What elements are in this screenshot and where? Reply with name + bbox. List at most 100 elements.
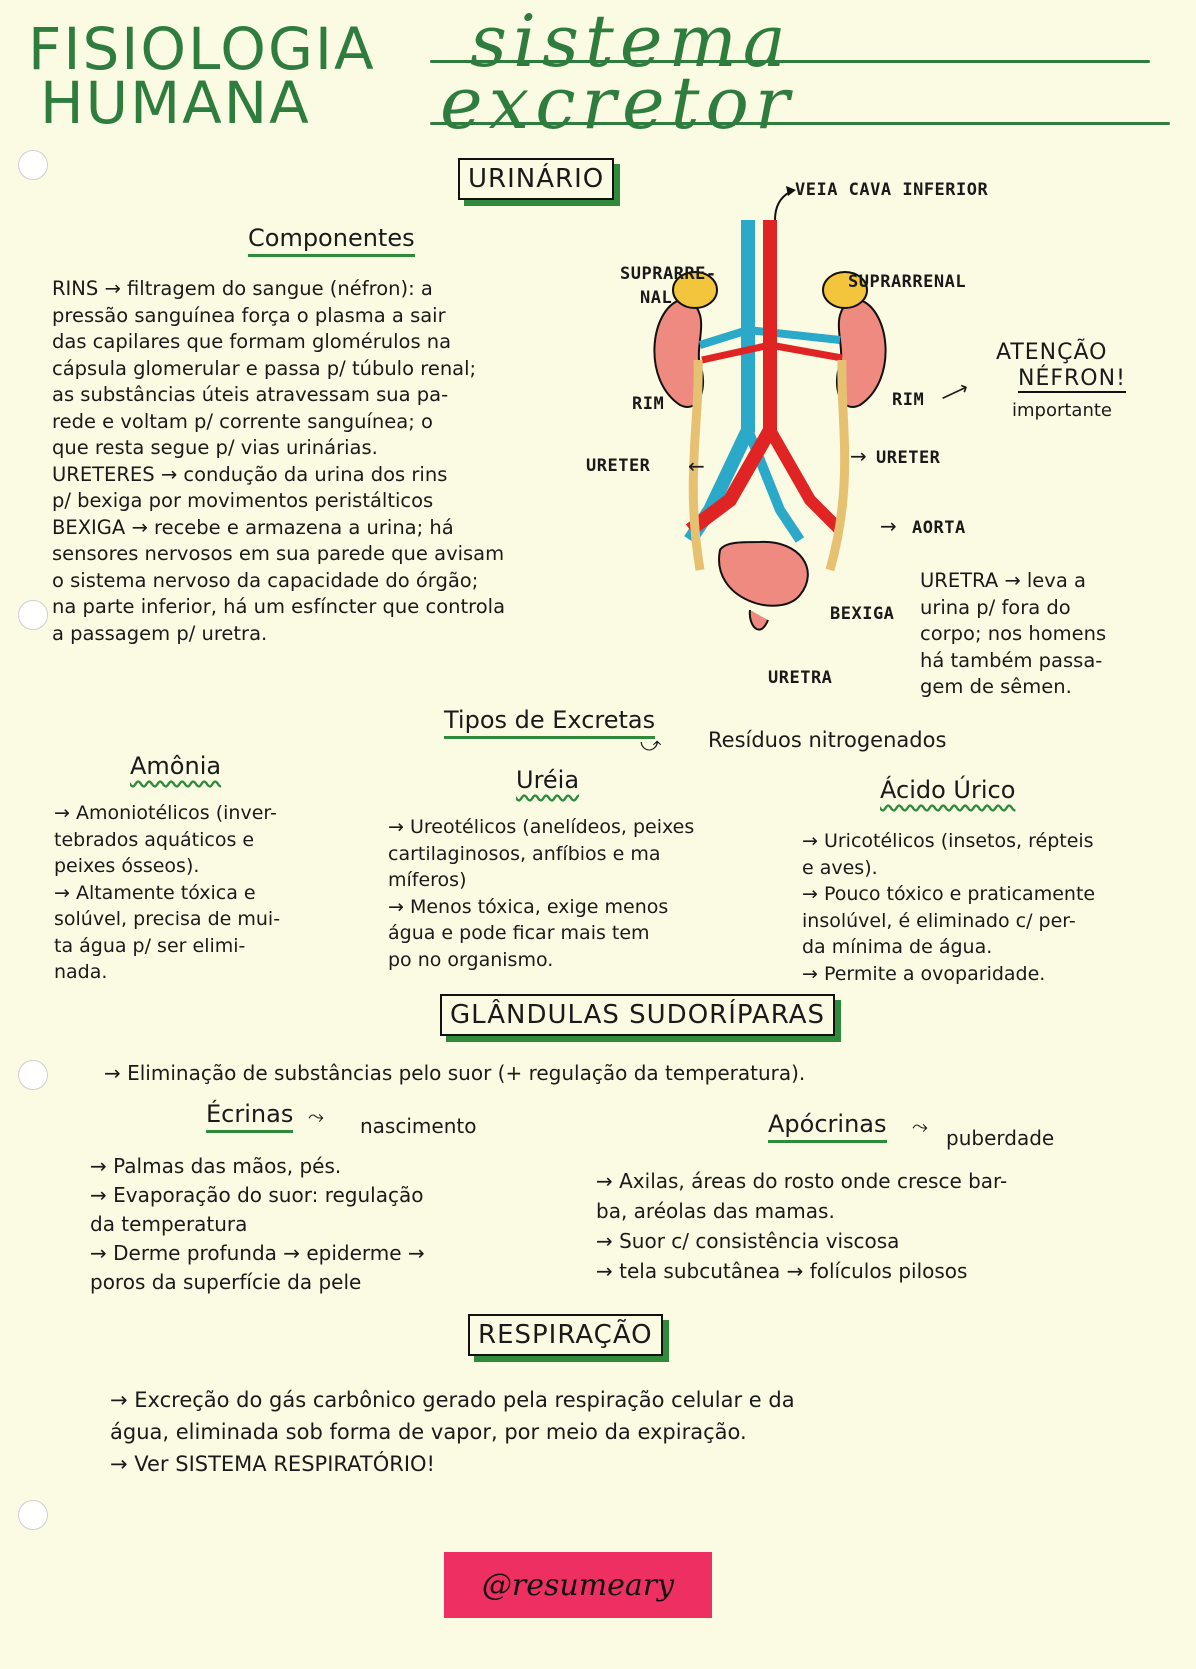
- ecrinas-line: da temperatura: [90, 1212, 248, 1236]
- components-line: o sistema nervoso da capacidade do órgão…: [52, 568, 479, 592]
- right-kidney: [835, 298, 887, 408]
- components-line: que resta segue p/ vias urinárias.: [52, 436, 378, 459]
- ecrinas-line: → Palmas das mãos, pés.: [90, 1154, 342, 1178]
- ureia-line: míferos): [388, 869, 467, 891]
- components-line: rede e voltam p/ corrente sanguínea; o: [52, 409, 433, 433]
- bladder: [718, 540, 809, 607]
- attention-line-2: NÉFRON!: [1018, 366, 1126, 393]
- acido-urico-line: → Uricotélicos (insetos, répteis: [802, 830, 1094, 852]
- amonia-line: peixes ósseos).: [54, 855, 200, 877]
- acido-urico-line: → Pouco tóxico e praticamente: [802, 883, 1096, 905]
- components-line: das capilares que formam glomérulos na: [52, 330, 452, 353]
- ureia-line: água e pode ficar mais tem: [388, 922, 650, 944]
- uretra-note-line: corpo; nos homens: [920, 622, 1107, 645]
- amonia-line: nada.: [54, 961, 108, 983]
- label-rim-left: RIM: [632, 394, 665, 414]
- curved-arrow-icon: ⤳: [912, 1114, 928, 1138]
- arrow-up-right-icon: ⟶: [936, 375, 973, 409]
- binder-hole-4: [18, 1500, 48, 1530]
- veia-cava-arrowhead: [786, 186, 796, 196]
- acido-urico-line: e aves).: [802, 856, 878, 879]
- title-line-2: HUMANA: [40, 69, 311, 137]
- binder-hole-2: [18, 600, 48, 630]
- apocrinas-title: Apócrinas: [768, 1110, 887, 1143]
- apocrinas-line: → Axilas, áreas do rosto onde cresce bar…: [596, 1169, 1008, 1193]
- components-heading: Componentes: [248, 224, 415, 257]
- section-title-urinario: URINÁRIO: [458, 158, 615, 200]
- right-adrenal: [822, 271, 868, 309]
- arrow-right-icon: →: [850, 444, 867, 468]
- brand-handle: @resumeary: [444, 1552, 712, 1618]
- apocrinas-text: → Axilas, áreas do rosto onde cresce bar…: [596, 1166, 1007, 1286]
- label-suprarrenal-left-1: SUPRARRE-: [620, 264, 717, 284]
- amonia-text: → Amoniotélicos (inver- tebrados aquátic…: [54, 800, 280, 986]
- amonia-line: → Altamente tóxica e: [54, 881, 256, 904]
- uretra-note-line: urina p/ fora do: [920, 595, 1071, 619]
- uretra-note-line: gem de sêmen.: [920, 675, 1072, 698]
- label-ureter-left: URETER: [586, 456, 651, 476]
- ureia-line: → Ureotélicos (anelídeos, peixes: [388, 816, 695, 838]
- ureia-line: po no organismo.: [388, 948, 554, 971]
- excretas-heading: Tipos de Excretas: [444, 706, 656, 739]
- ureia-title: Uréia: [516, 766, 580, 794]
- amonia-line: solúvel, precisa de mui-: [54, 908, 281, 930]
- components-text: RINS → filtragem do sangue (néfron): a p…: [52, 276, 505, 647]
- respiracao-line: → Ver SISTEMA RESPIRATÓRIO!: [110, 1452, 435, 1476]
- components-line: sensores nervosos em sua parede que avis…: [52, 542, 505, 565]
- veia-cava-pointer: [774, 191, 791, 221]
- binder-hole-3: [18, 1060, 48, 1090]
- ecrinas-note: nascimento: [360, 1114, 477, 1138]
- left-kidney: [653, 298, 705, 408]
- acido-urico-line: da mínima de água.: [802, 936, 993, 958]
- amonia-line: tebrados aquáticos e: [54, 828, 255, 851]
- aorta: [685, 220, 777, 536]
- left-adrenal: [672, 271, 718, 309]
- components-line: BEXIGA → recebe e armazena a urina; há: [52, 515, 454, 539]
- curved-arrow-icon: ⤻: [640, 732, 662, 756]
- ureia-line: → Menos tóxica, exige menos: [388, 895, 669, 918]
- ecrinas-text: → Palmas das mãos, pés. → Evaporação do …: [90, 1152, 425, 1297]
- script-underline-1: [430, 60, 1150, 63]
- right-ureter: [825, 359, 850, 572]
- attention-line-1: ATENÇÃO: [996, 340, 1108, 365]
- section-title-glandulas: GLÂNDULAS SUDORÍPARAS: [440, 994, 836, 1036]
- components-line: a passagem p/ uretra.: [52, 621, 268, 645]
- label-aorta: AORTA: [912, 518, 966, 538]
- ureia-line: cartilaginosos, anfíbios e ma: [388, 842, 661, 865]
- components-line: RINS → filtragem do sangue (néfron): a: [52, 277, 433, 300]
- uretra-note: URETRA → leva a urina p/ fora do corpo; …: [920, 568, 1106, 701]
- components-line: cápsula glomerular e passa p/ túbulo ren…: [52, 356, 477, 380]
- label-veia-cava: VEIA CAVA INFERIOR: [795, 180, 989, 200]
- script-underline-2: [430, 122, 1170, 125]
- aorta-branch: [764, 427, 845, 535]
- apocrinas-note: puberdade: [946, 1126, 1055, 1150]
- amonia-line: → Amoniotélicos (inver-: [54, 802, 277, 824]
- ecrinas-title: Écrinas: [206, 1100, 294, 1133]
- attention-line-3: importante: [1012, 400, 1113, 421]
- apocrinas-line: → tela subcutânea → folículos pilosos: [596, 1259, 968, 1283]
- components-line: URETERES → condução da urina dos rins: [52, 462, 448, 486]
- ureia-text: → Ureotélicos (anelídeos, peixes cartila…: [388, 814, 694, 973]
- label-bexiga: BEXIGA: [830, 604, 895, 624]
- components-line: as substâncias úteis atravessam sua pa-: [52, 383, 449, 406]
- curved-arrow-icon: ⤳: [308, 1104, 324, 1128]
- components-line: na parte inferior, há um esfíncter que c…: [52, 595, 506, 618]
- script-title-2: excretor: [440, 61, 796, 145]
- label-uretra: URETRA: [768, 668, 833, 688]
- respiracao-line: → Excreção do gás carbônico gerado pela …: [110, 1388, 795, 1412]
- arrow-right-icon: →: [880, 514, 897, 538]
- script-title-1: sistema: [470, 0, 792, 83]
- uretra-note-line: há também passa-: [920, 648, 1103, 672]
- label-ureter-right: URETER: [876, 448, 941, 468]
- components-line: pressão sanguínea força o plasma a sair: [52, 303, 446, 327]
- respiracao-line: água, eliminada sob forma de vapor, por …: [110, 1420, 747, 1444]
- binder-hole-1: [18, 150, 48, 180]
- label-suprarrenal-left-2: NAL: [640, 288, 673, 308]
- urinary-system-diagram: [653, 186, 887, 631]
- label-rim-right: RIM: [892, 390, 925, 410]
- left-ureter: [688, 359, 705, 571]
- uretra-note-line: URETRA → leva a: [920, 569, 1086, 592]
- amonia-title: Amônia: [130, 752, 222, 780]
- arrow-left-icon: ←: [688, 454, 705, 478]
- apocrinas-line: → Suor c/ consistência viscosa: [596, 1229, 900, 1253]
